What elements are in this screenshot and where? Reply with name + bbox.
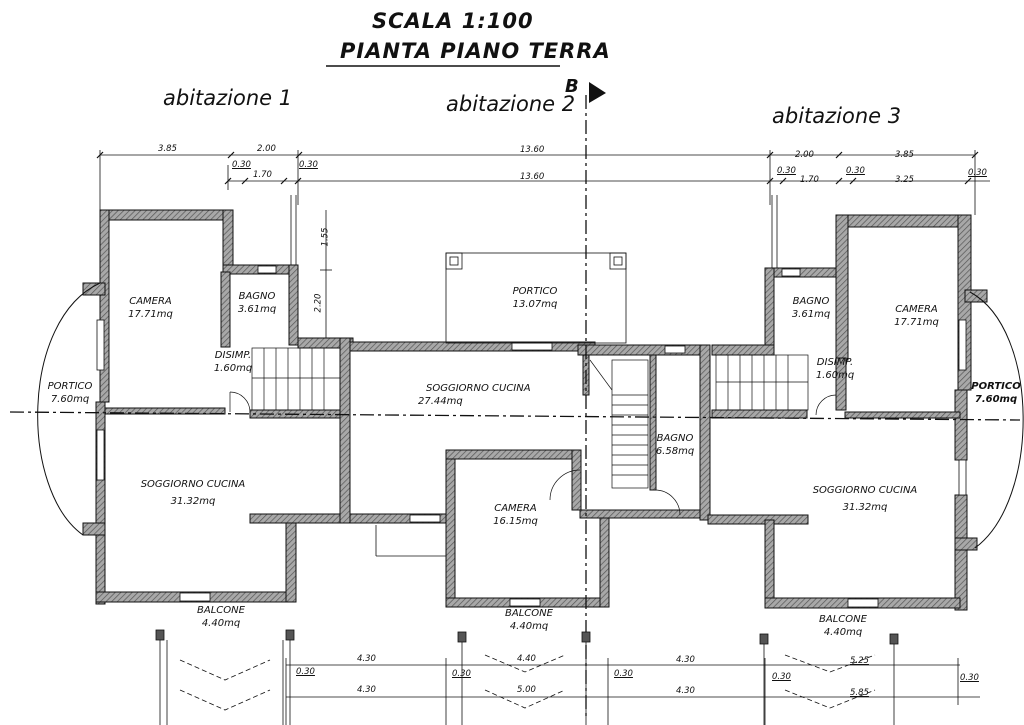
section-label: B [565,76,580,97]
room-area: 31.32mq [842,502,888,513]
room-name: BAGNO [656,433,694,444]
unit-1-label: abitazione 1 [163,86,293,110]
room-area: 4.40mq [823,627,863,638]
room-area: 3.61mq [237,304,277,315]
room-name: SOGGIORNO CUCINA [426,383,531,394]
room-u1-soggiorno: SOGGIORNO CUCINA 31.32mq [138,478,248,508]
dim-label: 13.60 [520,145,545,155]
room-name: BAGNO [792,296,830,307]
dim-label: 5.85 [850,688,869,698]
room-u2-camera: CAMERA 16.15mq [483,502,548,528]
room-name: CAMERA [895,304,938,315]
section-line [9,95,1021,720]
room-name: SOGGIORNO CUCINA [812,485,918,496]
room-area: 27.44mq [418,396,463,407]
room-area: 4.40mq [509,621,549,632]
scale-title: SCALA 1:100 [372,9,534,33]
dim-label: 13.60 [520,172,545,182]
room-name: CAMERA [494,503,537,514]
room-u1-disimp: DISIMP. 1.60mq [208,349,258,375]
dim-label: 0.30 [299,160,318,170]
dim-label: 4.30 [357,685,376,695]
windows [96,265,967,608]
dim-label: 1.55 [320,227,331,247]
room-name: PORTICO [971,381,1021,392]
dim-label: 2.20 [313,293,324,313]
dim-label: 0.30 [777,166,796,176]
door-swings [229,391,837,516]
unit-3-label: abitazione 3 [772,104,902,128]
room-name: PORTICO [47,381,93,392]
room-area: 7.60mq [974,394,1018,405]
room-area: 13.07mq [512,299,558,310]
dim-label: 4.30 [357,654,376,664]
room-name: DISIMP. [816,357,854,368]
portico-arcs [37,282,1024,549]
room-name: BALCONE [197,605,245,616]
room-name: BALCONE [819,614,867,625]
room-area: 1.60mq [213,363,253,374]
room-u1-portico: PORTICO 7.60mq [40,380,100,406]
room-u2-portico: PORTICO 13.07mq [500,285,570,311]
dim-label: 2.00 [257,144,276,154]
room-u3-disimp: DISIMP. 1.60mq [810,356,860,382]
front-portico [445,252,627,344]
room-area: 4.40mq [201,618,241,629]
dim-label: 4.30 [676,686,695,696]
dim-label: 2.00 [795,150,814,160]
room-area: 1.60mq [815,370,855,381]
room-area: 3.61mq [791,309,831,320]
room-u3-bagno: BAGNO 3.61mq [786,295,836,321]
room-u1-bagno: BAGNO 3.61mq [232,290,282,316]
room-area: 7.60mq [50,394,90,405]
dim-label: 3.85 [895,150,914,160]
dim-label: 3.25 [895,175,914,185]
dim-label: 0.30 [846,166,865,176]
dim-label: 0.30 [960,673,979,683]
dim-label: 0.30 [968,168,987,178]
dim-label: 0.30 [296,667,315,677]
room-u3-portico: PORTICO 7.60mq [968,380,1024,406]
room-name: PORTICO [512,286,558,297]
bottom-dimension-lines [285,525,980,725]
dim-label: 0.30 [232,160,251,170]
room-name: BALCONE [505,608,553,619]
plan-title: PIANTA PIANO TERRA [340,39,611,63]
room-u2-bagno: BAGNO 6.58mq [650,432,700,458]
dim-label: 0.30 [772,672,791,682]
dim-label: 0.30 [452,669,471,679]
room-area: 31.32mq [170,496,216,507]
stairs [251,347,809,489]
room-area: 16.15mq [493,516,538,527]
walls [82,209,988,611]
room-u1-camera: CAMERA 17.71mq [118,295,183,321]
section-flag [589,82,606,103]
dim-label: 1.70 [800,175,819,185]
room-area: 17.71mq [894,317,939,328]
room-name: DISIMP. [214,350,252,361]
room-u3-balcone: BALCONE 4.40mq [808,613,878,639]
room-name: CAMERA [129,296,172,307]
room-u2-soggiorno: SOGGIORNO CUCINA 27.44mq [418,382,558,408]
balconies [155,629,899,725]
top-dimension-lines [96,150,990,340]
dim-label: 4.40 [517,654,536,664]
room-area: 17.71mq [128,309,173,320]
room-name: SOGGIORNO CUCINA [140,479,246,490]
dim-label: 3.85 [158,144,177,154]
room-u3-soggiorno: SOGGIORNO CUCINA 31.32mq [810,484,920,514]
dim-label: 4.30 [676,655,695,665]
room-name: BAGNO [238,291,276,302]
dim-label: 0.30 [614,669,633,679]
room-u3-camera: CAMERA 17.71mq [884,303,949,329]
dim-label: 5.25 [850,656,869,666]
room-area: 6.58mq [655,446,695,457]
room-u1-balcone: BALCONE 4.40mq [186,604,256,630]
dim-label: 1.70 [253,170,272,180]
room-u2-balcone: BALCONE 4.40mq [494,607,564,633]
dim-label: 5.00 [517,685,536,695]
unit-2-label: abitazione 2 [446,92,576,116]
